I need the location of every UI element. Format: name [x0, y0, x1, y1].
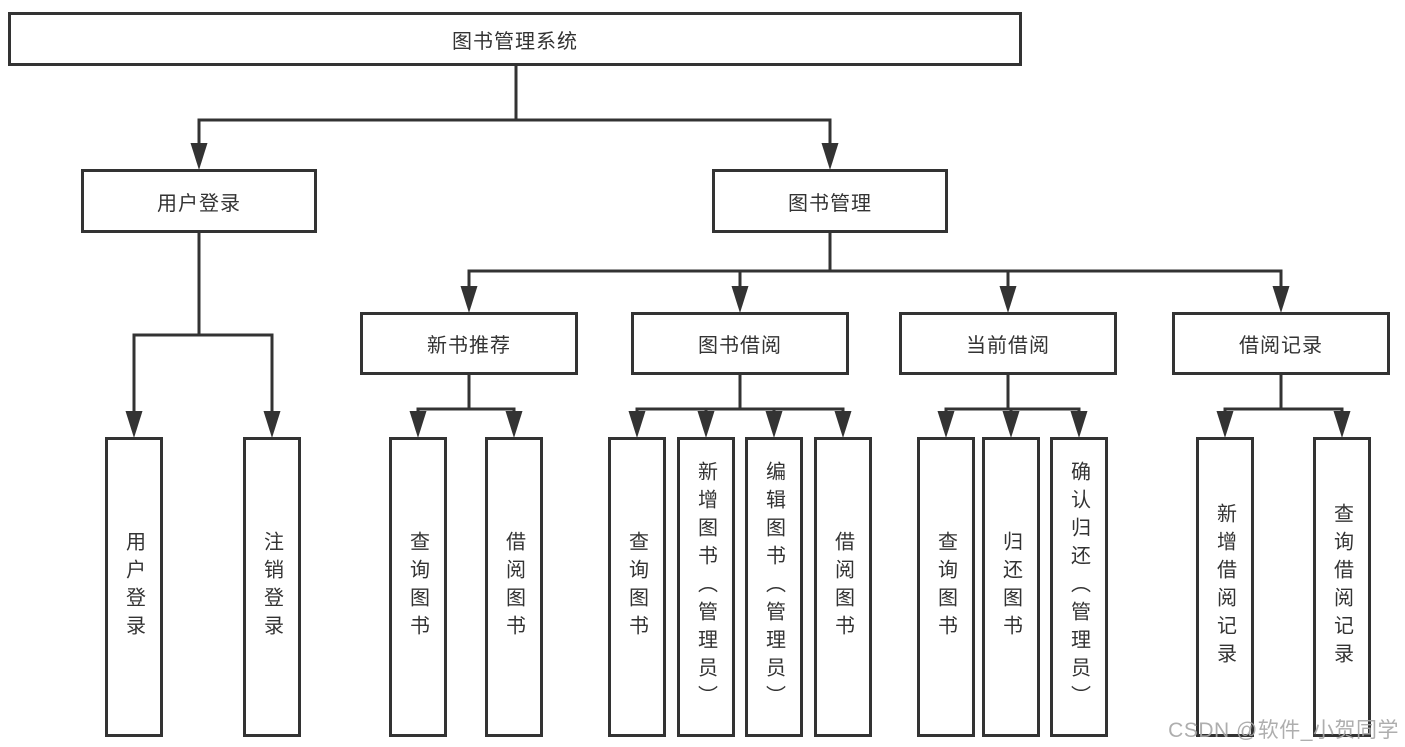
leaf-user-login: 用户登录	[105, 437, 163, 737]
node-book-management: 图书管理	[712, 169, 948, 233]
node-new-book-recommend: 新书推荐	[360, 312, 578, 375]
arrowheads	[125, 143, 1351, 438]
leaf-edit-book-admin: 编辑图书（管理员）	[745, 437, 803, 737]
leaf-query-books-2: 查询图书	[608, 437, 666, 737]
leaf-query-borrow-record: 查询借阅记录	[1313, 437, 1371, 737]
leaf-return-book: 归还图书	[982, 437, 1040, 737]
leaf-query-books-1: 查询图书	[389, 437, 447, 737]
node-current-borrow: 当前借阅	[899, 312, 1117, 375]
leaf-borrow-books-1: 借阅图书	[485, 437, 543, 737]
node-book-borrow: 图书借阅	[631, 312, 849, 375]
leaf-borrow-books-2: 借阅图书	[814, 437, 872, 737]
leaf-add-book-admin: 新增图书（管理员）	[677, 437, 735, 737]
leaf-query-books-3: 查询图书	[917, 437, 975, 737]
node-borrow-records: 借阅记录	[1172, 312, 1390, 375]
leaf-logout: 注销登录	[243, 437, 301, 737]
node-user-login: 用户登录	[81, 169, 317, 233]
csdn-watermark: CSDN @软件_小贺同学	[1168, 719, 1399, 742]
leaf-add-borrow-record: 新增借阅记录	[1196, 437, 1254, 737]
leaf-confirm-return-admin: 确认归还（管理员）	[1050, 437, 1108, 737]
node-library-management-system: 图书管理系统	[8, 12, 1022, 66]
